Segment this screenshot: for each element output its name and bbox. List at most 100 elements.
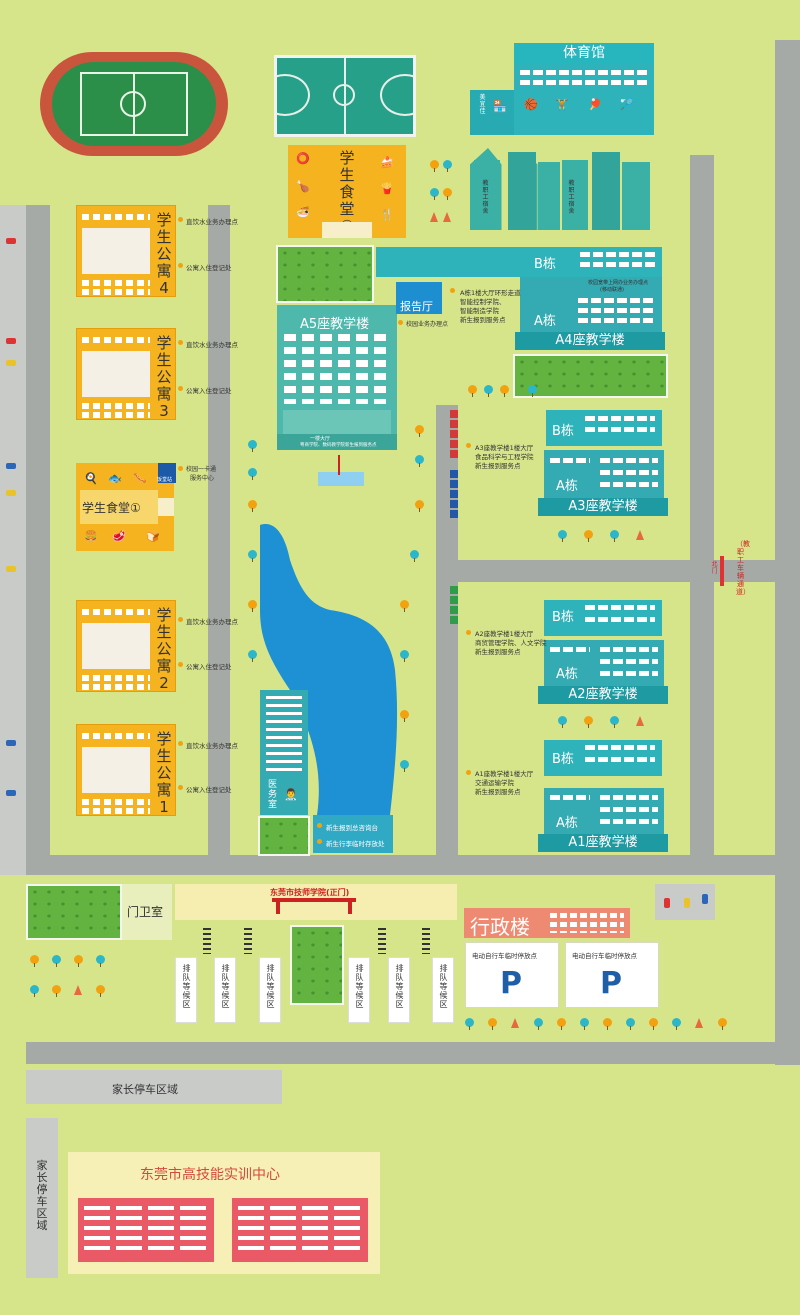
burger-icon: 🍔 <box>84 530 98 543</box>
tree <box>430 188 439 200</box>
tree <box>400 650 409 662</box>
queue-area-5: 排队等候区 <box>388 957 410 1023</box>
tree <box>636 530 644 540</box>
a3-windows <box>600 458 658 463</box>
bread-icon: 🍞 <box>146 530 160 543</box>
luggage-label: 新生行李临时存放处 <box>326 840 385 848</box>
court-key-right <box>380 74 414 116</box>
a5-lobby-label: 一楼大厅 <box>310 436 331 442</box>
car <box>684 898 690 908</box>
dorm-courtyard <box>82 747 150 793</box>
main-gate-strip <box>175 884 457 920</box>
a2-note-3: 新生报到服务点 <box>475 648 521 656</box>
training-windows <box>238 1246 364 1250</box>
dorm-windows <box>82 214 150 220</box>
a4-shop-label: 校园宽带上网办业务办理点 <box>588 280 649 286</box>
gym-windows <box>520 70 648 75</box>
ebike-parking-1 <box>465 942 559 1008</box>
road-main-horizontal <box>26 855 776 875</box>
training-windows <box>238 1236 364 1240</box>
dorm-2-checkin-label: 公寓入住登记处 <box>186 663 232 671</box>
a2-a-label: A栋 <box>556 667 578 682</box>
tree <box>400 600 409 612</box>
tree <box>248 468 257 480</box>
road-west-vertical <box>26 205 50 865</box>
car <box>6 740 16 746</box>
a1-windows <box>585 757 655 762</box>
car <box>6 463 16 469</box>
tree <box>610 716 619 728</box>
field-center-circle <box>120 91 146 117</box>
a2-windows <box>600 647 658 652</box>
checkin-dot <box>178 386 183 391</box>
parent-parking-horizontal <box>26 1070 282 1104</box>
a4-windows <box>578 308 656 313</box>
dorm-1-number: 1 <box>159 798 169 816</box>
a4-windows <box>578 318 656 323</box>
court-key-left <box>276 74 310 116</box>
luggage-dot <box>317 839 322 844</box>
a4-a-label: A栋 <box>534 314 556 329</box>
dorm-2-title: 学生公寓 <box>156 606 172 675</box>
a3-note-1: A3座教学楼1楼大厅 <box>475 444 534 452</box>
a3-note-2: 食品科学与工程学院 <box>475 453 534 461</box>
training-windows <box>84 1236 210 1240</box>
a4-shop-label-2: (移动联通) <box>600 287 624 293</box>
gym-title-bar: 体育馆 <box>514 43 654 63</box>
canteen-2-title: 学生食堂 <box>339 149 355 218</box>
dorm-4-title: 学生公寓 <box>156 211 172 280</box>
a1-note-1: A1座教学楼1楼大厅 <box>475 770 534 778</box>
card-center-label-2: 服务中心 <box>190 475 215 482</box>
info-desk-panel <box>313 815 393 853</box>
a2-windows <box>585 605 655 610</box>
a5-base <box>277 434 397 450</box>
tree <box>468 385 477 397</box>
dorm-4-checkin-label: 公寓入住登记处 <box>186 264 232 272</box>
parking-p-icon: P <box>600 966 622 1001</box>
bank-label: 校园业务办理点 <box>406 321 449 328</box>
noodle-icon: 🍜 <box>296 206 310 219</box>
lawn <box>290 925 344 1005</box>
road-inner-west <box>208 205 230 865</box>
tree <box>695 1018 703 1028</box>
a1-name-bar: A1座教学楼 <box>538 834 668 852</box>
staff-gate-label: （教职工车辆通道） <box>736 540 750 596</box>
tree <box>400 710 409 722</box>
a3-name-bar: A3座教学楼 <box>538 498 668 516</box>
tree <box>74 985 82 995</box>
tree <box>74 955 83 967</box>
a2-b-label: B栋 <box>552 610 574 625</box>
a1-windows <box>600 807 658 812</box>
dorm-courtyard <box>82 351 150 397</box>
lawn <box>258 816 310 856</box>
dorm-courtyard <box>82 228 150 274</box>
a1-windows <box>585 745 655 750</box>
a2-windows <box>600 671 658 676</box>
a2-note-2: 商贸管理学院、人文学院 <box>475 639 547 647</box>
staff-gate-bar <box>720 556 724 586</box>
water-point-dot <box>178 741 183 746</box>
fish-icon: 🐟 <box>108 472 122 485</box>
gym-shop-label: 美宜佳 <box>479 94 486 115</box>
clinic-label: 医务室 <box>268 780 278 810</box>
a3-windows <box>585 416 655 421</box>
car <box>6 238 16 244</box>
a1-windows <box>600 795 658 800</box>
dorm-3-water-label: 直饮水业务办理点 <box>186 341 238 349</box>
a4-name-bar: A4座教学楼 <box>515 332 665 350</box>
a2-windows <box>550 647 590 652</box>
main-gate-label: 东莞市技师学院(正门) <box>270 888 350 897</box>
dorm-windows <box>82 733 150 739</box>
a1-note-2: 交通运输学院 <box>475 779 514 787</box>
queue-arrows <box>244 928 252 954</box>
tree <box>443 160 452 172</box>
tree <box>52 955 61 967</box>
tree <box>248 600 257 612</box>
tree <box>584 530 593 542</box>
queue-area-1: 排队等候区 <box>175 957 197 1023</box>
a4-windows <box>580 252 656 257</box>
